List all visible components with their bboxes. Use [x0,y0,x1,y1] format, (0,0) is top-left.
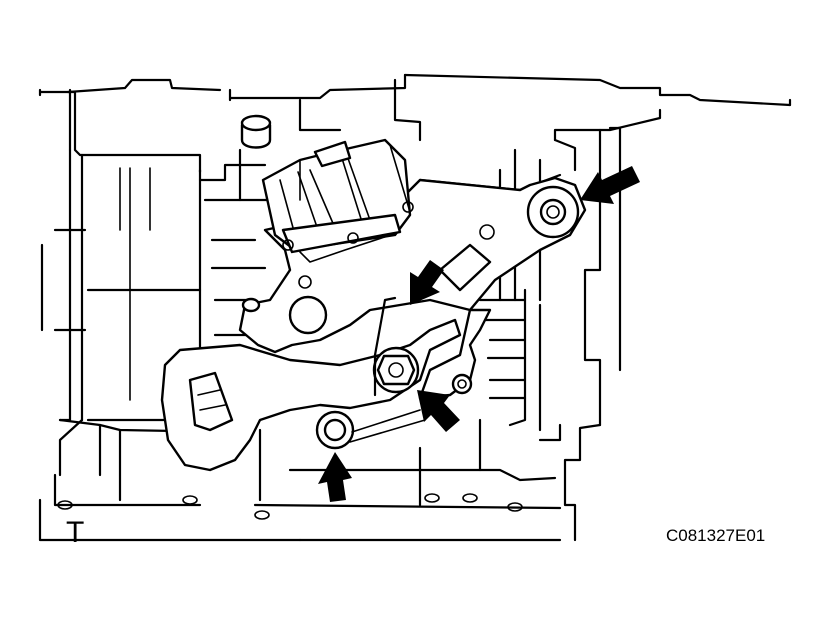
arrow-group [318,166,640,502]
transmission-case [38,73,792,542]
arrow-upper-center [410,260,444,305]
control-shaft-lever [160,296,473,472]
arrow-center-right [417,390,460,432]
arrow-upper-right-bolt [580,166,640,204]
corner-mark-label: T [66,516,85,549]
neutral-start-switch [238,138,587,400]
arrow-lower-left-bolt [318,452,352,502]
figure-code-label: C081327E01 [666,526,766,545]
